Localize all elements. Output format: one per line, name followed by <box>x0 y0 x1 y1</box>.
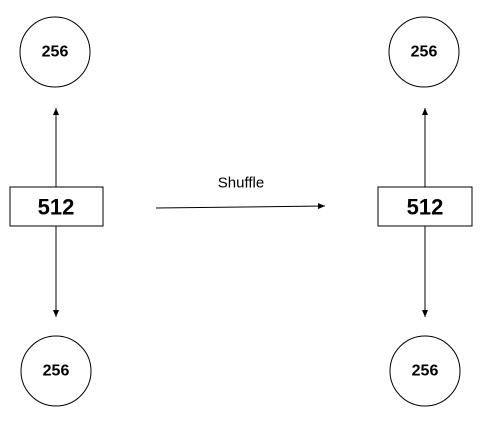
right-bottom-node-label: 256 <box>412 363 439 380</box>
right-top-node-circle <box>388 16 460 88</box>
left-bottom-node-label: 256 <box>43 363 70 380</box>
shuffle-label: Shuffle <box>218 175 264 192</box>
right-center-node-box <box>377 186 473 227</box>
right-top-node-label: 256 <box>411 44 438 61</box>
right-group: 256 512 256 <box>377 16 473 407</box>
right-bottom-node-circle <box>389 335 461 407</box>
shuffle-transition: Shuffle <box>155 175 326 210</box>
shuffle-arrow <box>155 203 326 210</box>
left-top-node-label: 256 <box>42 44 69 61</box>
right-center-node-label: 512 <box>407 195 444 220</box>
left-center-node-label: 512 <box>38 195 75 220</box>
left-center-node-box <box>9 186 104 227</box>
left-top-node-circle <box>19 16 91 88</box>
left-bottom-node-circle <box>20 335 92 407</box>
left-group: 256 512 256 <box>9 16 104 407</box>
